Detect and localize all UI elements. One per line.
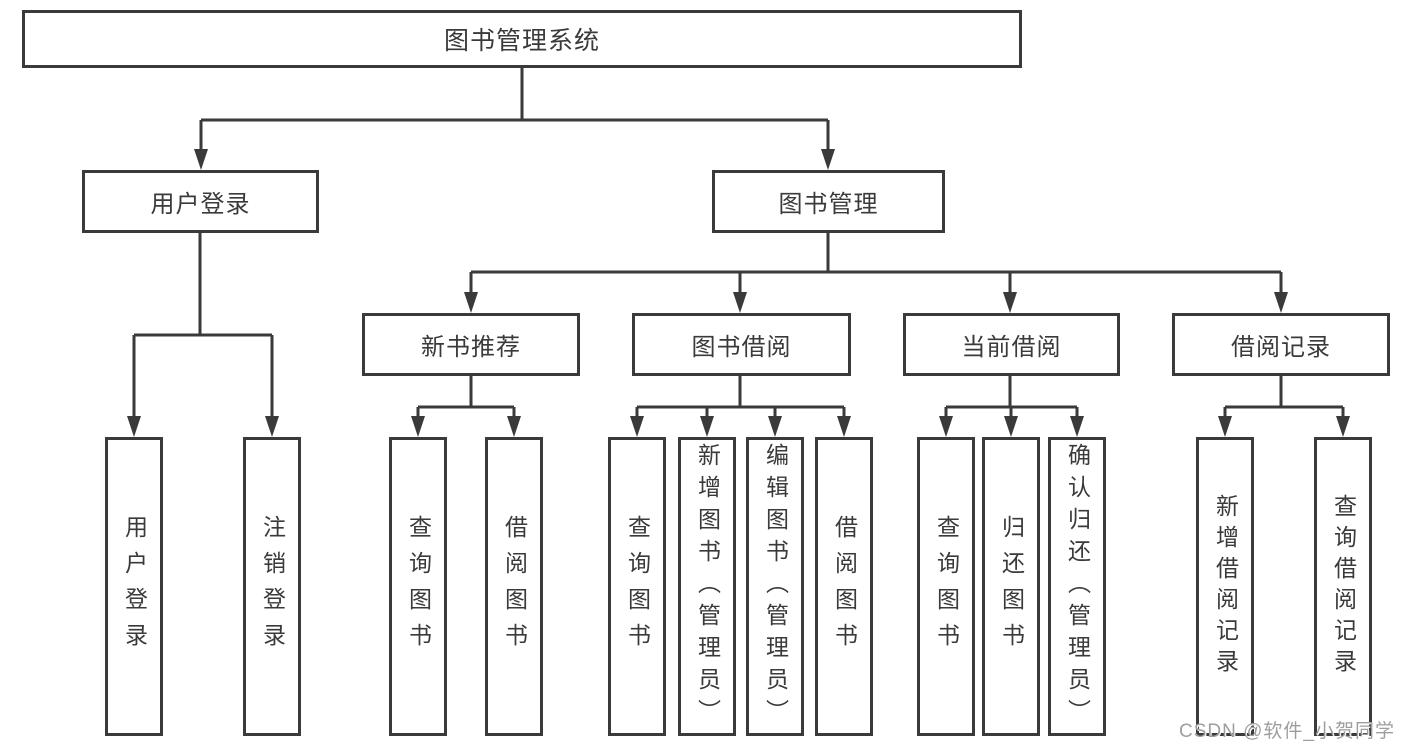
- leaf-query-borrow-record: 查询借阅记录: [1314, 437, 1372, 736]
- leaf-query-books-current: 查询图书: [917, 437, 975, 736]
- leaf-confirm-return-admin: 确认归还（管理员）: [1048, 437, 1106, 736]
- node-label: 图书管理系统: [443, 27, 600, 55]
- node-library-system: 图书管理系统: [22, 10, 1022, 68]
- node-label: 用户登录: [150, 191, 251, 218]
- node-book-management: 图书管理: [712, 170, 945, 233]
- node-label: 当前借阅: [961, 334, 1062, 361]
- node-label: 新增图书（管理员）: [694, 442, 721, 731]
- node-label: 查询图书: [405, 514, 432, 659]
- leaf-borrow-books-recommend: 借阅图书: [485, 437, 543, 736]
- node-label: 图书管理: [778, 191, 879, 218]
- leaf-query-books-recommend: 查询图书: [389, 437, 447, 736]
- node-label: 查询图书: [933, 514, 960, 659]
- leaf-query-books-borrow: 查询图书: [608, 437, 666, 736]
- node-label: 借阅图书: [501, 514, 528, 659]
- csdn-watermark: CSDN @软件_小贺同学: [1179, 721, 1395, 742]
- node-book-borrowing: 图书借阅: [632, 313, 851, 376]
- node-label: 确认归还（管理员）: [1064, 442, 1091, 731]
- node-current-borrowing: 当前借阅: [903, 313, 1120, 376]
- node-new-book-recommend: 新书推荐: [362, 313, 580, 376]
- node-label: 用户登录: [121, 514, 148, 659]
- leaf-add-borrow-record: 新增借阅记录: [1196, 437, 1254, 736]
- leaf-return-books: 归还图书: [982, 437, 1040, 736]
- node-user-login: 用户登录: [82, 170, 319, 233]
- node-label: 借阅记录: [1231, 334, 1331, 361]
- node-label: 查询借阅记录: [1330, 493, 1357, 680]
- node-label: 新增借阅记录: [1212, 493, 1239, 680]
- node-label: 编辑图书（管理员）: [762, 442, 789, 731]
- node-label: 注销登录: [259, 514, 286, 659]
- leaf-edit-book-admin: 编辑图书（管理员）: [746, 437, 804, 736]
- leaf-borrow-books: 借阅图书: [815, 437, 873, 736]
- leaf-add-book-admin: 新增图书（管理员）: [678, 437, 736, 736]
- leaf-user-login: 用户登录: [105, 437, 163, 736]
- leaf-logout: 注销登录: [243, 437, 301, 736]
- node-label: 借阅图书: [831, 514, 858, 659]
- node-borrowing-records: 借阅记录: [1172, 313, 1390, 376]
- node-label: 查询图书: [624, 514, 651, 659]
- node-label: 归还图书: [998, 514, 1025, 659]
- node-label: 新书推荐: [421, 334, 521, 361]
- node-label: 图书借阅: [691, 334, 792, 361]
